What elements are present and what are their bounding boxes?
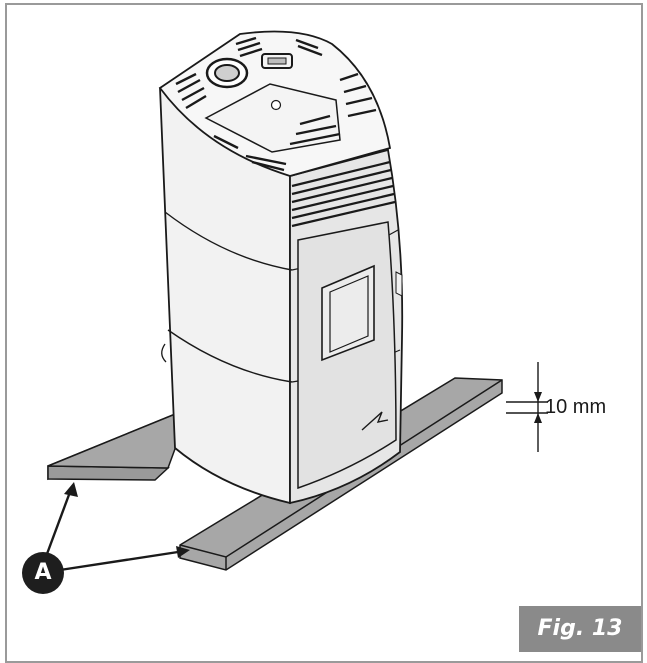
callout-leaders [42, 482, 190, 572]
dimension-label: 10 mm [545, 396, 607, 418]
dimension-marker [506, 362, 548, 452]
figure-label: Fig. 13 [519, 606, 641, 652]
callout-a-badge: A [22, 552, 64, 594]
floor-plate-left [47, 406, 192, 481]
stove-body [158, 30, 404, 505]
